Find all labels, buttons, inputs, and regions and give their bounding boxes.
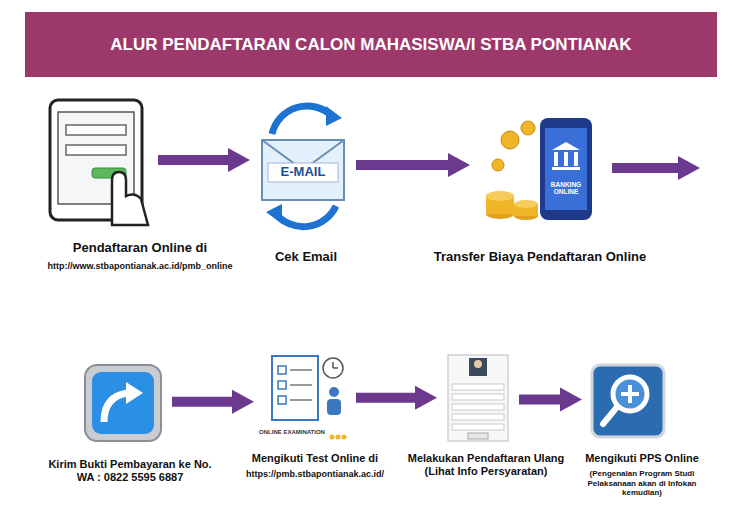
step-subcaption: https://pmb.stbapontianak.ac.id/ <box>246 469 384 480</box>
test-icon <box>272 356 347 440</box>
flow-arrow <box>172 390 254 414</box>
step-caption: Mengikuti PPS Online <box>585 452 699 465</box>
step-node: Melakukan Pendaftaran Ulang (Lihat Info … <box>445 352 511 444</box>
step-node: Mengikuti PPS Online(Pengenalan Program … <box>590 363 666 439</box>
upload-icon <box>85 365 161 441</box>
flow-arrow <box>158 148 250 172</box>
continue-arrow <box>612 156 700 180</box>
icon-label: ONLINE EXAMINATION <box>259 429 325 436</box>
icon-label: E-MAIL <box>281 165 326 179</box>
step-subcaption: http://www.stbapontianak.ac.id/pmb_onlin… <box>47 261 232 272</box>
step-caption: Pendaftaran Online di <box>73 240 207 256</box>
step-subcaption: (Pengenalan Program Studi Pelaksanaan ak… <box>572 469 712 498</box>
email-icon <box>262 106 344 227</box>
step-node: Cek Email <box>258 100 348 220</box>
step-caption: Kirim Bukti Pembayaran ke No. WA : 0822 … <box>44 458 216 484</box>
banking-icon <box>486 118 592 220</box>
step-caption: Mengikuti Test Online di <box>252 452 378 465</box>
step-caption: Transfer Biaya Pendaftaran Online <box>434 249 646 265</box>
magnifier-icon <box>592 365 664 437</box>
icon-label: BANKING ONLINE <box>546 181 586 195</box>
step-node: Transfer Biaya Pendaftaran Online <box>478 115 600 225</box>
flow-arrow <box>356 153 470 177</box>
step-caption: Cek Email <box>275 249 337 265</box>
title-text: ALUR PENDAFTARAN CALON MAHASISWA/I STBA … <box>25 12 717 77</box>
step-caption: Melakukan Pendaftaran Ulang (Lihat Info … <box>397 452 575 478</box>
form-icon <box>448 355 508 441</box>
tablet-icon <box>50 100 148 225</box>
step-node: Kirim Bukti Pembayaran ke No. WA : 0822 … <box>82 362 164 450</box>
flow-arrow <box>519 388 582 412</box>
step-node: Pendaftaran Online dihttp://www.stbapont… <box>42 95 150 225</box>
flow-arrow <box>356 386 437 410</box>
